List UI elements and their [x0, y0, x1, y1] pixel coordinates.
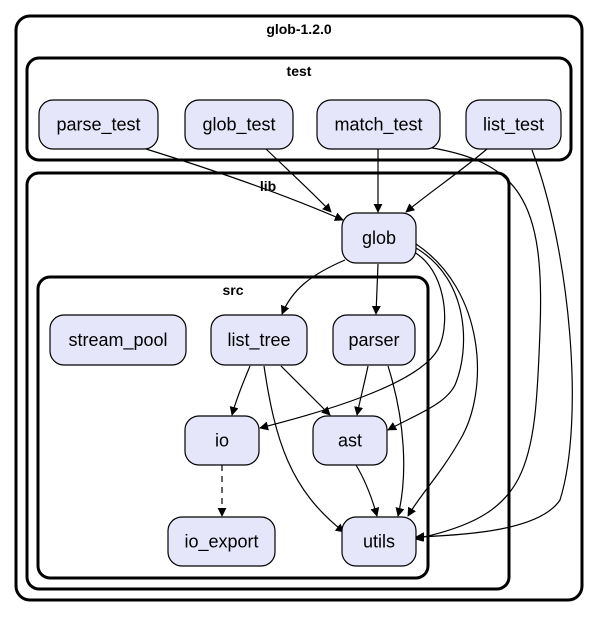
- edge-glob-list_tree: [280, 259, 346, 315]
- node-io[interactable]: io: [184, 415, 260, 466]
- node-list_tree[interactable]: list_tree: [210, 314, 308, 366]
- node-ast-label: ast: [338, 431, 362, 451]
- node-list_test[interactable]: list_test: [465, 99, 562, 150]
- edge-parser-ast: [354, 365, 369, 416]
- edge-list_test-glob: [405, 148, 488, 213]
- node-glob-label: glob: [362, 228, 396, 248]
- node-io-label: io: [215, 431, 229, 451]
- node-glob[interactable]: glob: [341, 212, 417, 264]
- edge-list_tree-utils: [263, 365, 345, 533]
- edge-match_test-utils: [414, 145, 542, 542]
- cluster-lib-label: lib: [260, 178, 276, 194]
- edge-glob-utils: [407, 243, 479, 517]
- edge-glob-ast: [387, 247, 465, 431]
- cluster-test-label: test: [287, 63, 312, 79]
- edge-glob-parser: [371, 263, 381, 315]
- node-io_export[interactable]: io_export: [167, 516, 276, 567]
- cluster-src: src: [36, 275, 430, 580]
- node-parser-label: parser: [348, 330, 399, 350]
- node-utils-label: utils: [363, 532, 395, 552]
- edge-parser-utils: [387, 365, 405, 517]
- cluster-lib: lib: [25, 171, 511, 591]
- node-io_export-label: io_export: [184, 532, 258, 553]
- edge-ast-utils: [355, 464, 380, 517]
- cluster-root-label: glob-1.2.0: [266, 21, 332, 37]
- cluster-test: test: [25, 56, 573, 162]
- edge-glob-io: [259, 251, 446, 431]
- cluster-root: glob-1.2.0: [14, 14, 584, 602]
- node-parse_test[interactable]: parse_test: [38, 99, 159, 150]
- edge-list_test-utils: [415, 149, 573, 542]
- edge-list_tree-ast: [280, 365, 331, 416]
- node-utils[interactable]: utils: [341, 516, 417, 567]
- edge-glob_test-glob: [265, 148, 332, 213]
- node-ast[interactable]: ast: [312, 415, 388, 466]
- node-match_test-label: match_test: [334, 115, 422, 136]
- node-parser[interactable]: parser: [332, 314, 416, 366]
- edge-list_tree-io: [229, 365, 251, 416]
- node-match_test[interactable]: match_test: [316, 99, 441, 150]
- node-glob_test[interactable]: glob_test: [184, 99, 294, 150]
- node-stream_pool[interactable]: stream_pool: [49, 314, 187, 366]
- node-glob_test-label: glob_test: [202, 115, 275, 136]
- edges: [145, 145, 573, 542]
- node-parse_test-label: parse_test: [56, 115, 140, 136]
- cluster-src-label: src: [222, 282, 243, 298]
- node-list_tree-label: list_tree: [227, 330, 290, 351]
- node-list_test-label: list_test: [483, 115, 544, 136]
- node-stream_pool-label: stream_pool: [68, 330, 167, 351]
